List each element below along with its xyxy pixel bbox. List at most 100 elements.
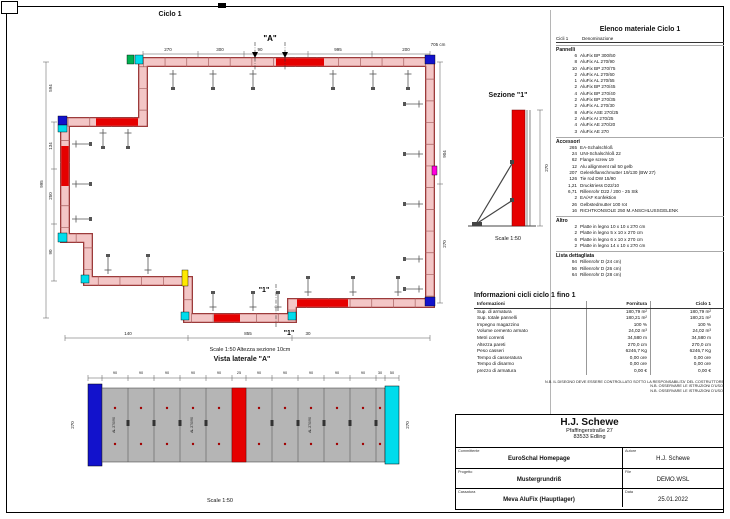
material-qty: 2 xyxy=(574,115,577,121)
company-address-city: 83533 Edling xyxy=(573,434,606,440)
dimension-label: 270 xyxy=(442,240,447,248)
material-qty: 265 xyxy=(569,144,577,150)
prop-symbols xyxy=(71,69,424,312)
cycle-info-cell: 34,580 m xyxy=(586,334,650,342)
dimension-label: 300 xyxy=(216,47,224,52)
material-name: Rillenrohr D (28 cm) xyxy=(580,271,622,277)
sheet-border xyxy=(6,6,724,513)
material-qty: 3 xyxy=(574,128,577,134)
dimension-label: 90 xyxy=(113,371,117,375)
field-value: 25.01.2022 xyxy=(657,496,689,503)
corner-registration-mark xyxy=(1,1,18,14)
cycle-info-cell: 0,00 ore xyxy=(586,361,650,368)
material-name: AluFix BP 300/50 xyxy=(580,53,616,58)
section-title: Sezione "1" xyxy=(488,92,528,99)
material-name: AluFix AI 270/25 xyxy=(580,115,614,121)
field-label: File xyxy=(625,469,632,474)
material-name: EA-Schalschloß xyxy=(580,144,613,150)
section-brace-mid xyxy=(510,198,514,202)
field-value: EuroSchal Homepage xyxy=(507,456,570,462)
note-line: N.B. IL DISEGNO DEVE ESSERE CONTROLLATO … xyxy=(544,379,724,384)
material-list-header: Cicli 1 Denominazione xyxy=(556,36,724,43)
material-qty: 62 xyxy=(571,157,577,163)
material-qty: 56 xyxy=(571,265,577,271)
dimension-label: 855 xyxy=(244,331,252,336)
material-qty: 4 xyxy=(574,90,577,96)
section-formwork-panel xyxy=(511,109,526,227)
field-value: Meva AluFix (Hauptlager) xyxy=(503,496,575,503)
dimension-label: AL 270/90 xyxy=(112,417,116,433)
material-qty: 1,21 xyxy=(568,182,577,188)
plan-scale-note: Scale 1:50 Altezza sezione 10cm xyxy=(209,347,291,353)
corner-pieces xyxy=(57,54,438,321)
side-view-title: Vista laterale "A" xyxy=(213,356,271,363)
cycle-info-cell: 0,00 € xyxy=(650,367,714,375)
section-marker-a: "A" xyxy=(252,34,288,70)
dimension-label: 90 xyxy=(335,371,339,375)
cycle-info-cell: 0,00 ore xyxy=(650,361,714,368)
cycle-info-cell: Sup. di armatura xyxy=(477,308,512,314)
material-qty: 4 xyxy=(574,122,577,128)
material-name: Gelenkflanschmutter 19/130 (BW 27) xyxy=(580,170,656,176)
material-qty: 8 xyxy=(574,109,577,115)
material-name: EA/AF Konfektion xyxy=(580,195,617,201)
material-name: Gelbstedmutter 100 rot xyxy=(580,201,627,207)
red-panels xyxy=(61,58,348,322)
material-qty: 2 xyxy=(574,230,577,236)
material-qty: 24 xyxy=(571,151,577,157)
dimension-label: 25 xyxy=(237,371,241,375)
cycle-info-cell: 0,00 ore xyxy=(650,354,714,362)
material-group-title: Pannelli xyxy=(556,45,724,53)
dimension-label: 270 xyxy=(164,47,172,52)
material-list: Elenco materiale Ciclo 1 Cicli 1 Denomin… xyxy=(556,26,724,278)
material-qty: 2 xyxy=(574,84,577,90)
material-qty: 64 xyxy=(571,271,577,277)
material-name: Drucktriess D22/10 xyxy=(580,182,620,188)
plan-title: Ciclo 1 xyxy=(158,11,182,18)
cycle-info-cell: Volume cemento armato xyxy=(477,328,528,334)
dimension-label: 90 xyxy=(257,47,263,52)
cycle-info-cell: 270,0 cm xyxy=(650,341,714,349)
material-name: AluFix BP 270/40 xyxy=(580,90,616,96)
cycle-info-cell: Metri correnti xyxy=(477,334,505,340)
material-name: RICHTKONSOLE 250 M.ANSCHLUSSGELENK xyxy=(580,207,679,213)
material-name: AluFix AL 270/55 xyxy=(580,78,615,84)
material-qty: 94 xyxy=(571,259,577,265)
cycle-info-cell: 24,02 m³ xyxy=(650,328,714,335)
dimension-label: 90 xyxy=(309,371,313,375)
material-name: Flange screw 19 xyxy=(580,157,614,163)
dimension-label: AL 270/90 xyxy=(308,417,312,433)
cycle-info-cell: 100 % xyxy=(586,321,650,329)
cycle-info-cell: Altezza pareti xyxy=(477,341,506,347)
